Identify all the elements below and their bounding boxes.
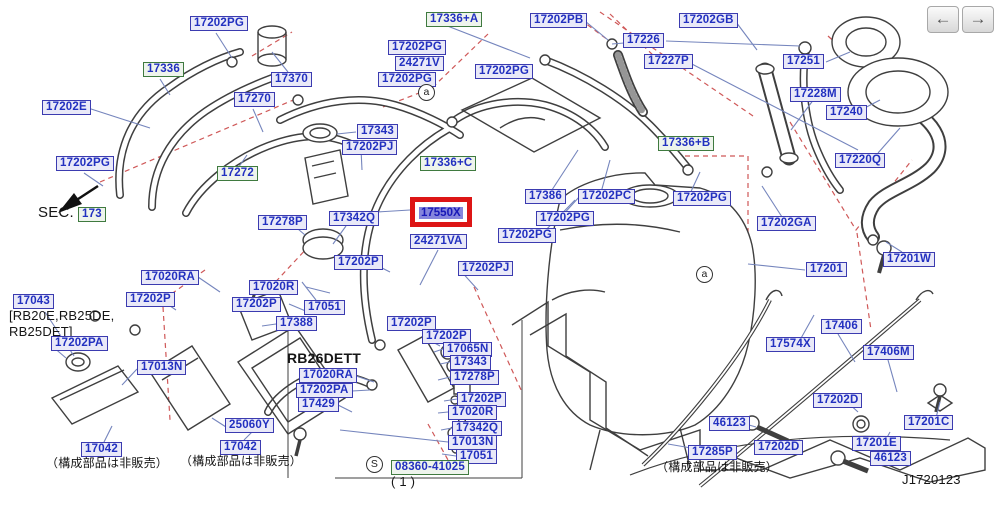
selected-part-highlight-box[interactable]: 17550X: [410, 197, 472, 227]
part-label-17406[interactable]: 17406: [821, 319, 862, 334]
part-label-17202PC[interactable]: 17202PC: [578, 189, 636, 204]
part-label-17342Q[interactable]: 17342Q: [329, 211, 380, 226]
part-label-17043[interactable]: 17043: [13, 294, 54, 309]
part-label-24271VA[interactable]: 24271VA: [410, 234, 467, 249]
part-label-17202PG[interactable]: 17202PG: [56, 156, 114, 171]
note-text: （構成部品は非販売）: [46, 456, 169, 470]
part-label-25060Y[interactable]: 25060Y: [225, 418, 274, 433]
part-label-17278P[interactable]: 17278P: [450, 370, 499, 385]
part-label-17202E[interactable]: 17202E: [42, 100, 91, 115]
part-label-17202PA[interactable]: 17202PA: [296, 383, 353, 398]
detail-marker-S: S: [366, 456, 383, 473]
detail-marker-a: a: [418, 84, 435, 101]
nav-back-button[interactable]: ←: [927, 6, 959, 33]
part-label-17202P[interactable]: 17202P: [232, 297, 281, 312]
part-label-17202P[interactable]: 17202P: [126, 292, 175, 307]
part-label-17336+A[interactable]: 17336+A: [426, 12, 483, 27]
part-label-17226[interactable]: 17226: [623, 33, 664, 48]
part-label-17202PG[interactable]: 17202PG: [536, 211, 594, 226]
part-label-46123[interactable]: 46123: [709, 416, 750, 431]
part-label-17429[interactable]: 17429: [298, 397, 339, 412]
part-label-17051[interactable]: 17051: [304, 300, 345, 315]
part-label-17227P[interactable]: 17227P: [644, 54, 693, 69]
part-label-17201W[interactable]: 17201W: [883, 252, 936, 267]
part-label-17202D[interactable]: 17202D: [813, 393, 863, 408]
highlighted-part-label: 17550X: [419, 207, 463, 219]
part-label-24271V[interactable]: 24271V: [395, 56, 444, 71]
part-label-17202PA[interactable]: 17202PA: [51, 336, 108, 351]
part-label-17013N[interactable]: 17013N: [448, 435, 498, 450]
part-label-17201C[interactable]: 17201C: [904, 415, 954, 430]
part-label-17388[interactable]: 17388: [276, 316, 317, 331]
part-label-17202PG[interactable]: 17202PG: [498, 228, 556, 243]
note-text: [RB20E,RB25DE,: [9, 308, 115, 323]
part-label-17202PG[interactable]: 17202PG: [673, 191, 731, 206]
detail-marker-a: a: [696, 266, 713, 283]
part-label-17013N[interactable]: 17013N: [137, 360, 187, 375]
part-label-17202GA[interactable]: 17202GA: [757, 216, 816, 231]
part-label-17020RA[interactable]: 17020RA: [141, 270, 199, 285]
part-label-17042[interactable]: 17042: [220, 440, 261, 455]
part-label-17386[interactable]: 17386: [525, 189, 566, 204]
part-label-17343[interactable]: 17343: [450, 355, 491, 370]
part-label-17042[interactable]: 17042: [81, 442, 122, 457]
part-label-17272[interactable]: 17272: [217, 166, 258, 181]
note-text: J1720123: [902, 472, 961, 487]
part-label-17202PG[interactable]: 17202PG: [388, 40, 446, 55]
part-label-17270[interactable]: 17270: [234, 92, 275, 107]
part-label-173[interactable]: 173: [78, 207, 106, 222]
part-label-17240[interactable]: 17240: [826, 105, 867, 120]
part-label-17406M[interactable]: 17406M: [863, 345, 914, 360]
part-label-17201E[interactable]: 17201E: [852, 436, 901, 451]
part-label-17202P[interactable]: 17202P: [422, 329, 471, 344]
part-label-17202P[interactable]: 17202P: [334, 255, 383, 270]
part-label-17202D[interactable]: 17202D: [754, 440, 804, 455]
part-label-17336+C[interactable]: 17336+C: [420, 156, 477, 171]
part-label-17202PG[interactable]: 17202PG: [378, 72, 436, 87]
part-label-17220Q[interactable]: 17220Q: [835, 153, 886, 168]
note-text: （構成部品は非販売）: [656, 460, 779, 474]
note-text: RB25DET]: [9, 324, 73, 339]
part-label-17336[interactable]: 17336: [143, 62, 184, 77]
part-label-17228M[interactable]: 17228M: [790, 87, 841, 102]
note-text: ( 1 ): [391, 474, 416, 489]
note-text: RB26DETT: [287, 350, 361, 366]
part-label-17020R[interactable]: 17020R: [448, 405, 498, 420]
part-label-17336+B[interactable]: 17336+B: [658, 136, 715, 151]
note-text: （構成部品は非販売）: [180, 454, 303, 468]
part-label-17285P[interactable]: 17285P: [688, 445, 737, 460]
sec-arrow: [58, 184, 99, 213]
part-label-17202PJ[interactable]: 17202PJ: [342, 140, 398, 155]
part-label-17020R[interactable]: 17020R: [249, 280, 299, 295]
part-label-17343[interactable]: 17343: [357, 124, 398, 139]
part-label-17278P[interactable]: 17278P: [258, 215, 307, 230]
part-label-17202PB[interactable]: 17202PB: [530, 13, 588, 28]
part-label-17202PJ[interactable]: 17202PJ: [458, 261, 514, 276]
part-label-17020RA[interactable]: 17020RA: [299, 368, 357, 383]
part-label-17201[interactable]: 17201: [806, 262, 847, 277]
part-label-17251[interactable]: 17251: [783, 54, 824, 69]
part-label-46123[interactable]: 46123: [870, 451, 911, 466]
part-label-17202PG[interactable]: 17202PG: [190, 16, 248, 31]
part-label-17574X[interactable]: 17574X: [766, 337, 815, 352]
note-text: SEC.: [38, 204, 74, 221]
nav-forward-button[interactable]: →: [962, 6, 994, 33]
part-label-17370[interactable]: 17370: [271, 72, 312, 87]
part-label-17202GB[interactable]: 17202GB: [679, 13, 738, 28]
part-label-17202P[interactable]: 17202P: [387, 316, 436, 331]
part-label-17202PG[interactable]: 17202PG: [475, 64, 533, 79]
hose-artwork: [115, 46, 947, 416]
part-label-08360-41025[interactable]: 08360-41025: [391, 460, 469, 475]
part-label-17342Q[interactable]: 17342Q: [452, 421, 503, 436]
